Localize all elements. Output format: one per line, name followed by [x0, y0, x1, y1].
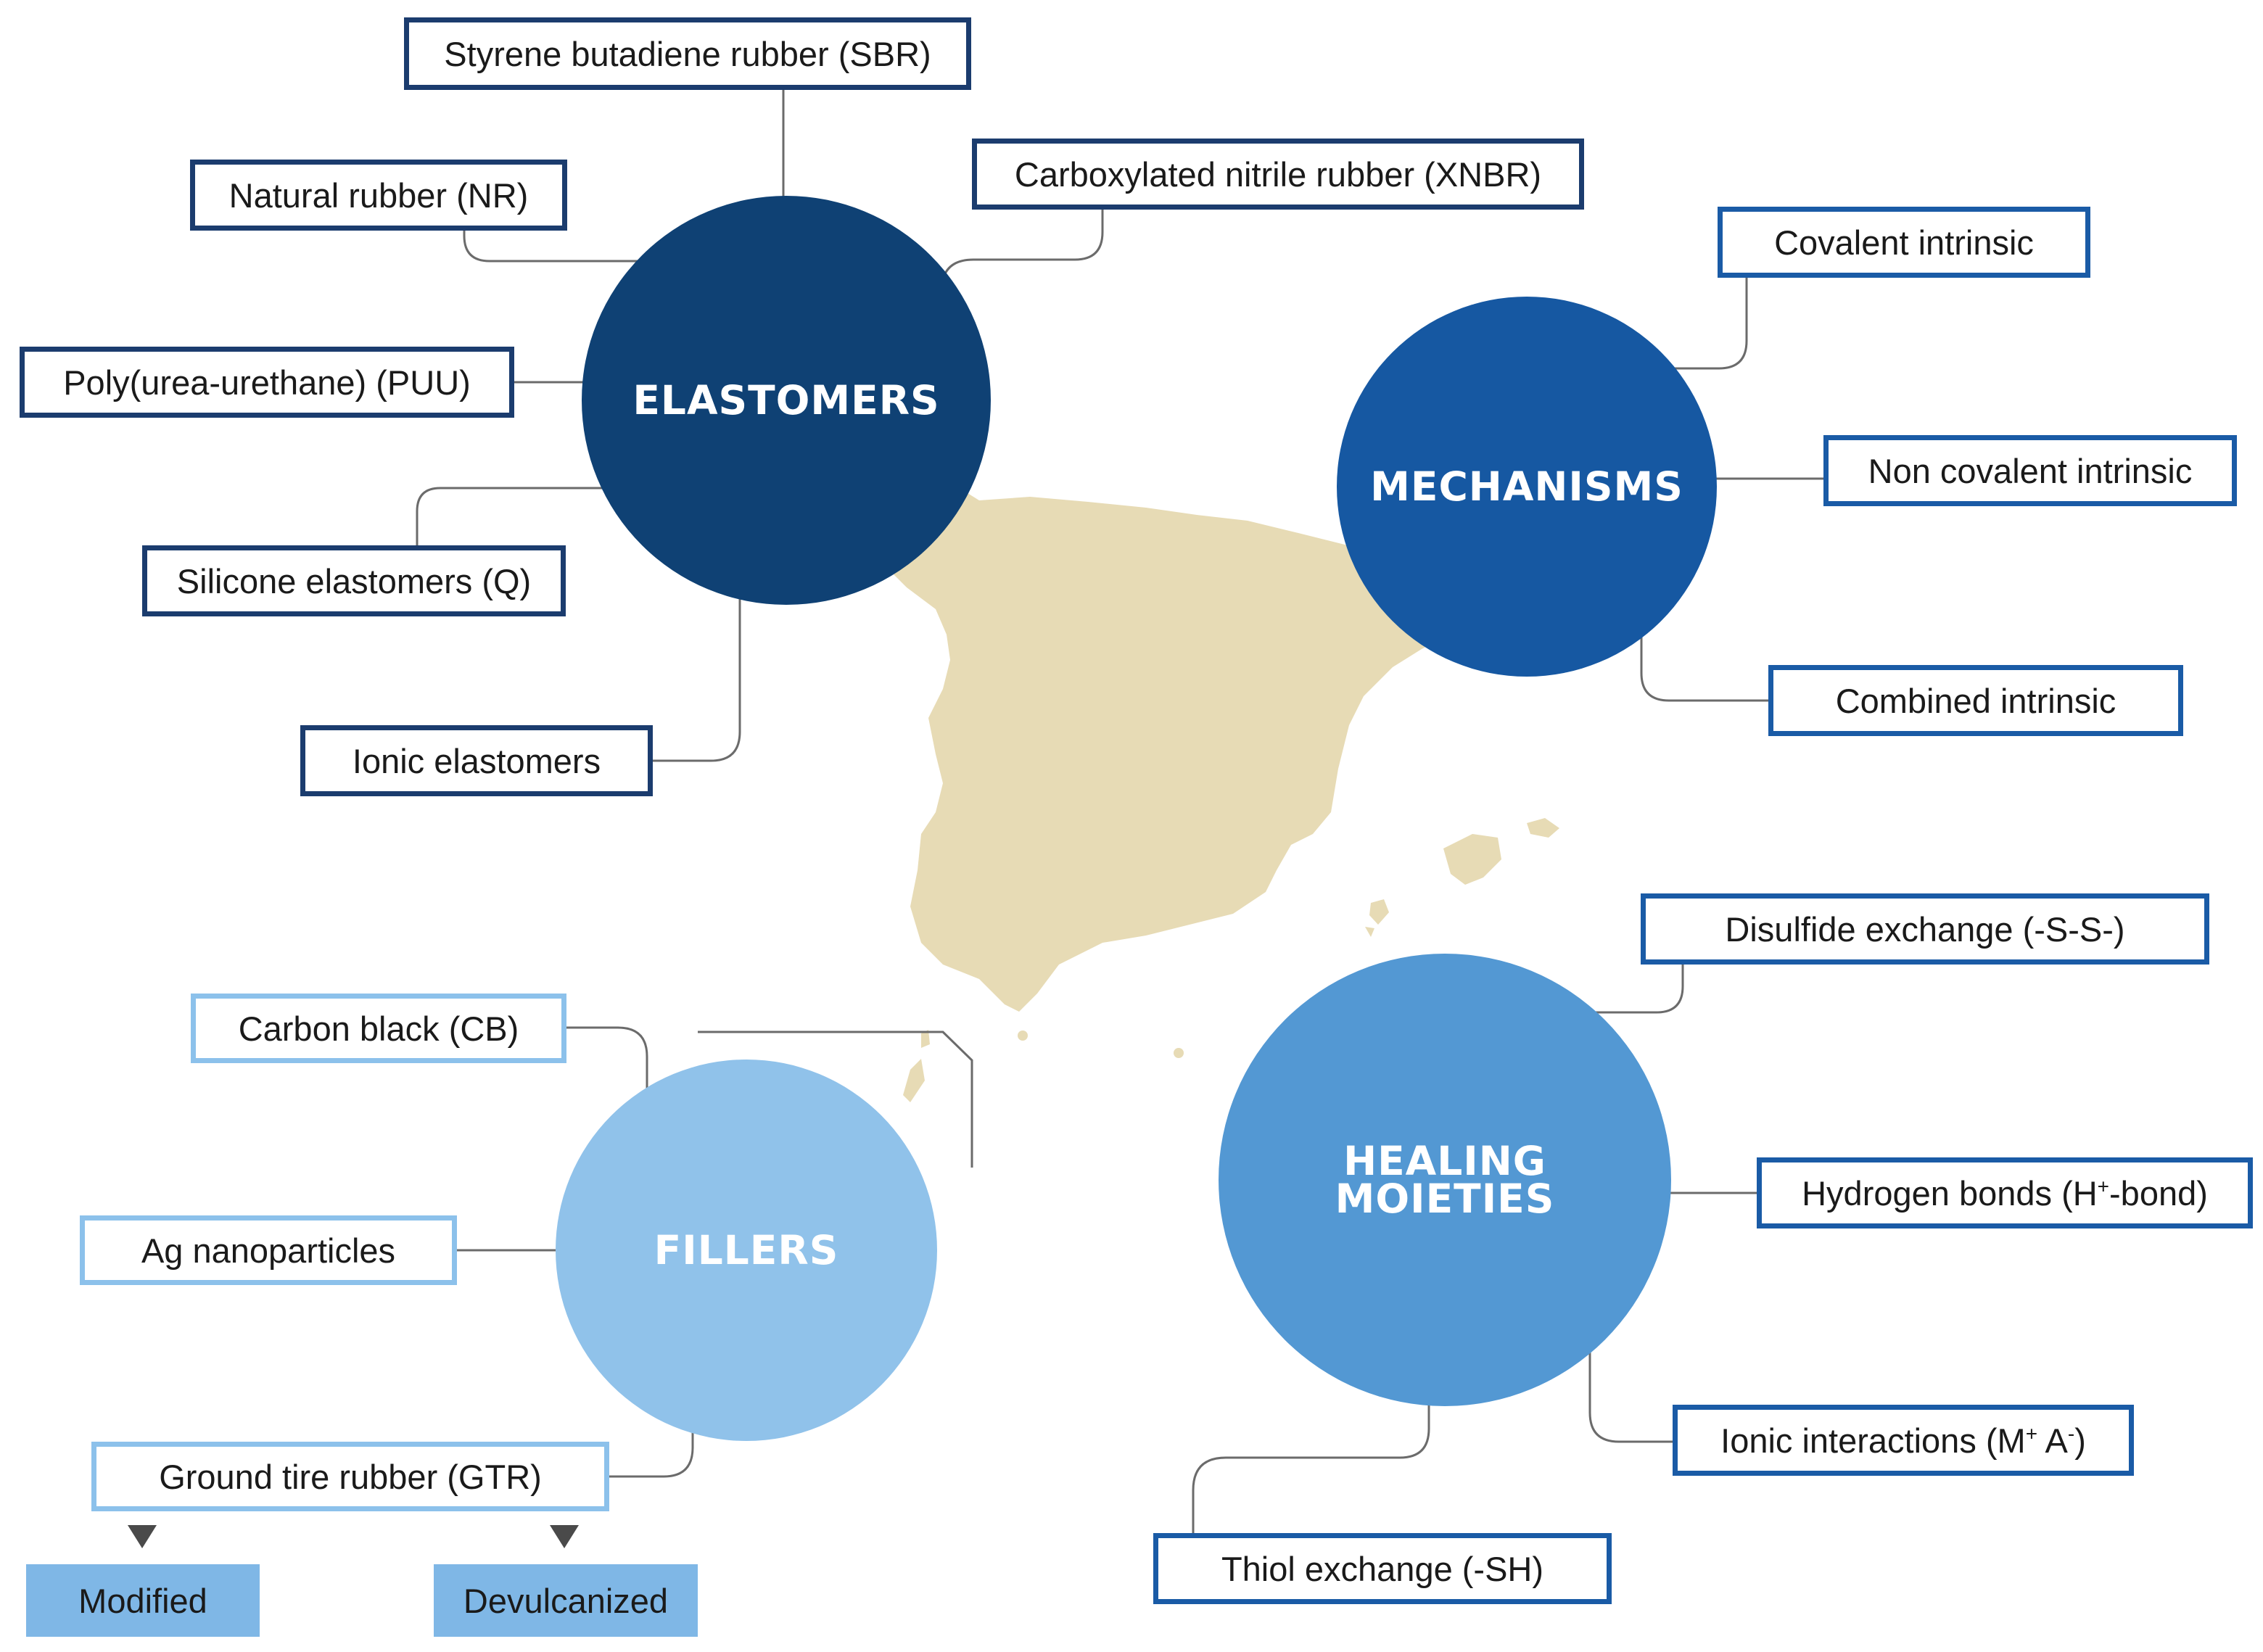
- healing-hub-label: HEALING MOIETIES: [1335, 1137, 1555, 1222]
- hbond-box: Hydrogen bonds (H+-bond): [1757, 1157, 2253, 1228]
- xnbr-label: Carboxylated nitrile rubber (XNBR): [1014, 154, 1542, 194]
- menorca: [1527, 818, 1559, 838]
- canary-6: [921, 1030, 930, 1048]
- cb-box: Carbon black (CB): [191, 994, 566, 1063]
- combined-box: Combined intrinsic: [1768, 665, 2183, 736]
- thiol-box: Thiol exchange (-SH): [1153, 1533, 1612, 1604]
- canary-5: [903, 1059, 925, 1102]
- combined-label: Combined intrinsic: [1835, 681, 2116, 720]
- noncovalent-box: Non covalent intrinsic: [1823, 435, 2237, 506]
- gtr-box: Ground tire rubber (GTR): [91, 1442, 609, 1511]
- cb-connector: [541, 1026, 648, 1136]
- puu-box: Poly(urea-urethane) (PUU): [20, 347, 514, 418]
- q-box: Silicone elastomers (Q): [142, 545, 566, 616]
- modified-box: Modified: [26, 1564, 260, 1637]
- ionic-elastomers-label: Ionic elastomers: [352, 741, 601, 780]
- disulfide-label: Disulfide exchange (-S-S-): [1725, 909, 2125, 949]
- modified-arrow-icon: [128, 1525, 157, 1548]
- elastomers-hub-label: ELASTOMERS: [632, 376, 940, 424]
- formentera: [1365, 927, 1374, 937]
- devulcanized-label: Devulcanized: [463, 1581, 669, 1620]
- combined-connector: [1640, 602, 1776, 702]
- elastomers-hub: ELASTOMERS: [582, 196, 991, 605]
- devulcanized-box: Devulcanized: [434, 1564, 698, 1637]
- ionic-elastomers-box: Ionic elastomers: [300, 725, 653, 796]
- fillers-hub-label: FILLERS: [654, 1226, 839, 1273]
- gtr-label: Ground tire rubber (GTR): [159, 1457, 542, 1496]
- nr-connector: [463, 216, 685, 263]
- fillers-hub: FILLERS: [556, 1060, 937, 1441]
- melilla: [1174, 1048, 1184, 1058]
- q-connector: [416, 487, 638, 561]
- mechanisms-hub-label: MECHANISMS: [1370, 463, 1683, 510]
- modified-label: Modified: [78, 1581, 207, 1620]
- iberian-mainland: [849, 475, 1498, 1012]
- sbr-label: Styrene butadiene rubber (SBR): [444, 34, 931, 73]
- sbr-box: Styrene butadiene rubber (SBR): [404, 17, 971, 90]
- ceuta: [1018, 1031, 1028, 1041]
- thiol-connector: [1192, 1360, 1430, 1559]
- gtr-connector: [588, 1363, 694, 1478]
- hbond-label: Hydrogen bonds (H+-bond): [1802, 1173, 2208, 1213]
- ibiza: [1369, 899, 1389, 925]
- disulfide-box: Disulfide exchange (-S-S-): [1641, 893, 2209, 965]
- nr-label: Natural rubber (NR): [228, 175, 529, 215]
- nr-box: Natural rubber (NR): [190, 160, 567, 231]
- cb-label: Carbon black (CB): [238, 1009, 519, 1048]
- healing-moieties-hub: HEALING MOIETIES: [1219, 954, 1671, 1406]
- covalent-connector: [1645, 272, 1748, 370]
- covalent-box: Covalent intrinsic: [1718, 207, 2090, 278]
- thiol-label: Thiol exchange (-SH): [1221, 1549, 1544, 1588]
- ag-box: Ag nanoparticles: [80, 1215, 457, 1285]
- ionic-int-connector: [1588, 1287, 1686, 1443]
- ionic-interactions-box: Ionic interactions (M+ A-): [1673, 1405, 2134, 1476]
- ionic-connector: [644, 544, 741, 762]
- mallorca: [1443, 834, 1501, 885]
- noncovalent-label: Non covalent intrinsic: [1868, 451, 2193, 490]
- puu-label: Poly(urea-urethane) (PUU): [63, 363, 471, 402]
- ionic-interactions-label: Ionic interactions (M+ A-): [1720, 1421, 2086, 1460]
- mechanisms-hub: MECHANISMS: [1337, 297, 1717, 677]
- covalent-label: Covalent intrinsic: [1774, 223, 2034, 262]
- xnbr-box: Carboxylated nitrile rubber (XNBR): [972, 139, 1584, 210]
- devulcanized-arrow-icon: [550, 1525, 579, 1548]
- disulfide-connector: [1559, 946, 1684, 1014]
- q-label: Silicone elastomers (Q): [176, 561, 532, 600]
- canary-frame-line: [698, 1031, 973, 1168]
- ag-label: Ag nanoparticles: [141, 1231, 396, 1270]
